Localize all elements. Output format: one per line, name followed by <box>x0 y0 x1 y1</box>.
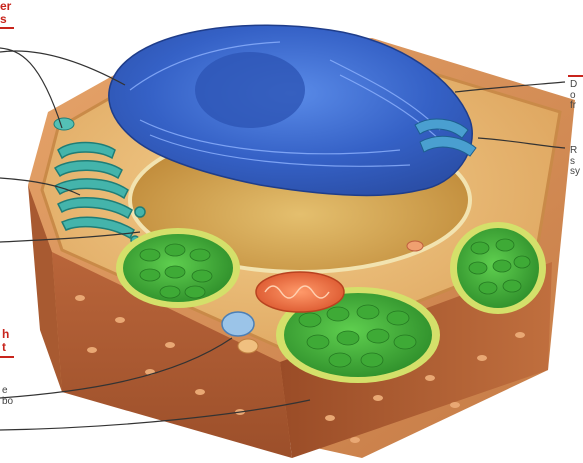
label-underline <box>0 356 14 358</box>
nucleolus <box>195 52 305 128</box>
small-body <box>407 241 423 251</box>
mitochondrion <box>256 272 344 312</box>
label-right-lower: R s sy <box>570 146 580 178</box>
chloroplast-right <box>450 222 546 314</box>
label-underline <box>0 27 14 29</box>
label-top-left: er s <box>0 0 11 25</box>
peroxisome <box>222 312 254 336</box>
label-right-upper: D o fr <box>570 80 577 112</box>
label-underline <box>568 75 583 77</box>
label-left-lower-text: e bo <box>2 386 13 407</box>
chloroplast-left <box>116 228 240 308</box>
label-left-lower-heading: h t <box>2 328 9 353</box>
small-body <box>238 339 258 353</box>
small-vesicle <box>54 118 74 130</box>
